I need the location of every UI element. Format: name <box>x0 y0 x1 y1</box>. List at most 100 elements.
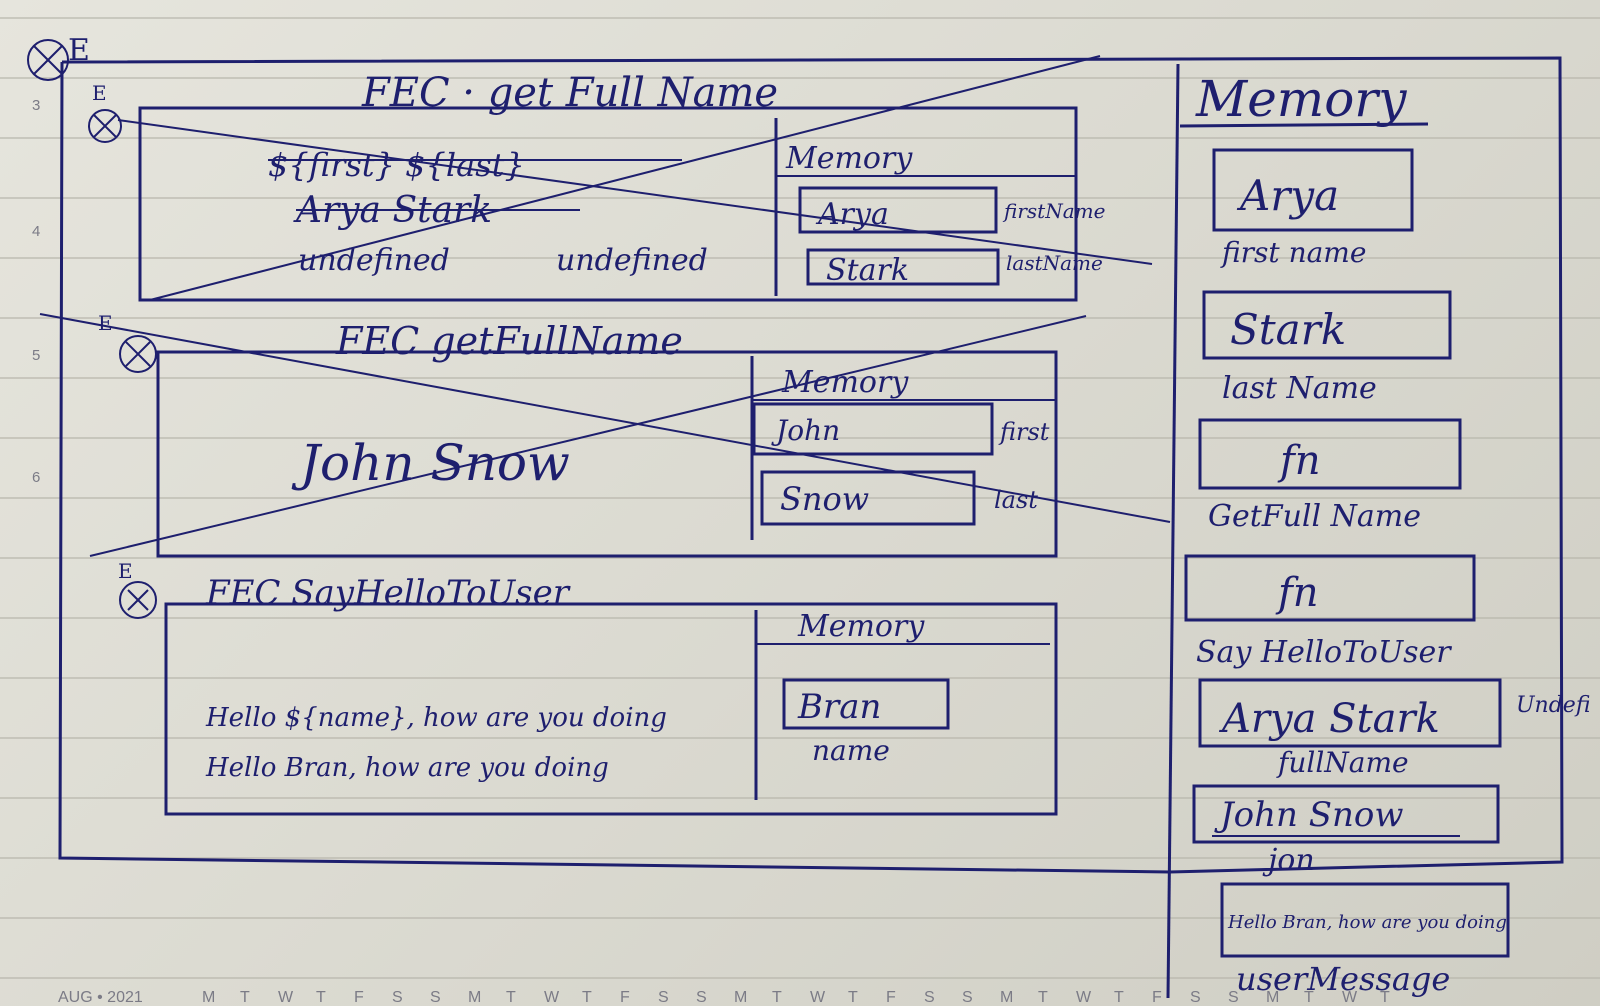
ec2-memory-label: Memory <box>781 365 909 400</box>
footer-day: S <box>430 989 441 1006</box>
footer-day: T <box>582 989 592 1006</box>
global-var-box <box>1198 678 1502 748</box>
ec3-line-1: Hello ${name}, how are you doing <box>205 703 667 733</box>
footer-day: F <box>620 989 630 1006</box>
ec1-undefined-1: undefined <box>298 243 450 278</box>
global-var-box <box>1202 290 1452 360</box>
global-var-name: last Name <box>1222 371 1377 406</box>
ec2-cross-out <box>89 315 1087 557</box>
global-memory-title: Memory <box>1195 70 1407 128</box>
ec2-var-value: John <box>771 414 840 447</box>
ec1-var-box <box>806 248 1000 286</box>
global-var-box <box>1184 554 1476 622</box>
line-number: 3 <box>32 97 40 114</box>
global-var-box <box>1192 784 1500 844</box>
ec2-marker-label: E <box>98 311 113 335</box>
ec2-title: FEC getFullName <box>335 319 683 363</box>
ec2-var-box <box>752 402 994 456</box>
ec1-marker <box>88 109 122 143</box>
ec1-undefined-2: undefined <box>556 243 708 278</box>
global-var-name: GetFull Name <box>1208 499 1421 534</box>
ec3-title: FEC SayHelloToUser <box>205 573 571 613</box>
footer-day: S <box>658 989 669 1006</box>
global-var-box <box>1198 418 1462 490</box>
exec-context-1: E FEC · get Full Name ${first} ${last} A… <box>88 55 1153 302</box>
ec1-var-box <box>798 186 998 234</box>
global-var-name: jon <box>1262 843 1315 878</box>
footer-day: T <box>1380 989 1390 1006</box>
exec-context-2: E FEC getFullName John Snow Memory John … <box>39 311 1171 558</box>
ec2-marker <box>119 335 157 373</box>
footer-day: T <box>848 989 858 1006</box>
ec3-memory-label: Memory <box>797 609 925 644</box>
footer-day: F <box>886 989 896 1006</box>
ec2-var-value: Snow <box>780 480 869 518</box>
ec1-var-value: Stark <box>826 253 909 288</box>
global-var-value: Stark <box>1230 305 1346 354</box>
footer-day: T <box>240 989 250 1006</box>
global-var-name: userMessage <box>1236 960 1450 998</box>
footer-day: F <box>1152 989 1162 1006</box>
ec1-cross-out <box>117 119 1153 265</box>
footer-day: S <box>962 989 973 1006</box>
exec-context-3: E FEC SayHelloToUser Hello ${name}, how … <box>118 559 1058 816</box>
ec3-line-2: Hello Bran, how are you doing <box>205 753 609 783</box>
ec3-var-box <box>782 678 950 730</box>
ec2-cross-out <box>39 313 1171 523</box>
ec2-box <box>156 350 1058 558</box>
global-var-value: John Snow <box>1214 795 1403 835</box>
global-var-side-note: Undefi <box>1516 693 1591 718</box>
ec3-box <box>164 602 1058 816</box>
footer-day: W <box>810 989 826 1006</box>
footer-day: S <box>1190 989 1201 1006</box>
ec2-var-name: first <box>998 418 1050 446</box>
footer-day: T <box>316 989 326 1006</box>
calendar-footer: AUG • 2021 M T W T F S S M T W T F S S M… <box>58 989 1390 1006</box>
global-frame: E <box>27 33 1564 874</box>
ec1-template: ${first} ${last} <box>268 146 525 184</box>
footer-day: M <box>202 989 215 1006</box>
ec3-var-name: name <box>812 734 890 767</box>
global-var-name: fullName <box>1276 746 1409 779</box>
footer-day: W <box>1076 989 1092 1006</box>
ec1-box <box>138 106 1078 302</box>
footer-day: M <box>468 989 481 1006</box>
global-var-box <box>1220 882 1510 958</box>
global-var-value: fn <box>1277 438 1321 484</box>
ec3-var-value: Bran <box>797 687 881 727</box>
ruled-lines <box>0 17 1600 979</box>
ec1-marker-label: E <box>92 81 107 105</box>
ec3-marker <box>119 581 157 619</box>
footer-day: S <box>392 989 403 1006</box>
global-var-value: Hello Bran, how are you doing <box>1227 912 1507 933</box>
line-number: 4 <box>32 223 40 240</box>
footer-day: S <box>696 989 707 1006</box>
line-number: 6 <box>32 469 40 486</box>
footer-day: M <box>734 989 747 1006</box>
footer-day: W <box>1342 989 1358 1006</box>
global-var-box <box>1212 148 1414 232</box>
global-var-value: Arya Stark <box>1218 696 1440 742</box>
global-var-value: fn <box>1275 570 1319 616</box>
footer-month: AUG • 2021 <box>58 989 143 1006</box>
footer-day: S <box>924 989 935 1006</box>
global-memory: Memory Arya first name Stark last Name f… <box>1166 63 1591 999</box>
global-marker-circle <box>27 39 69 81</box>
ec1-memory-label: Memory <box>785 141 913 176</box>
footer-day: T <box>1038 989 1048 1006</box>
footer-day: S <box>1228 989 1239 1006</box>
footer-day: W <box>278 989 294 1006</box>
footer-day: W <box>544 989 560 1006</box>
footer-day: T <box>1114 989 1124 1006</box>
footer-day: T <box>772 989 782 1006</box>
footer-day: T <box>506 989 516 1006</box>
global-var-value: Arya <box>1236 171 1339 220</box>
ec1-var-name: firstName <box>1002 199 1105 223</box>
global-var-name: Say HelloToUser <box>1196 635 1452 670</box>
ec1-cross-out <box>149 55 1101 301</box>
global-var-name: first name <box>1220 236 1366 269</box>
global-ec-label: E <box>68 33 90 68</box>
line-number: 5 <box>32 347 40 364</box>
